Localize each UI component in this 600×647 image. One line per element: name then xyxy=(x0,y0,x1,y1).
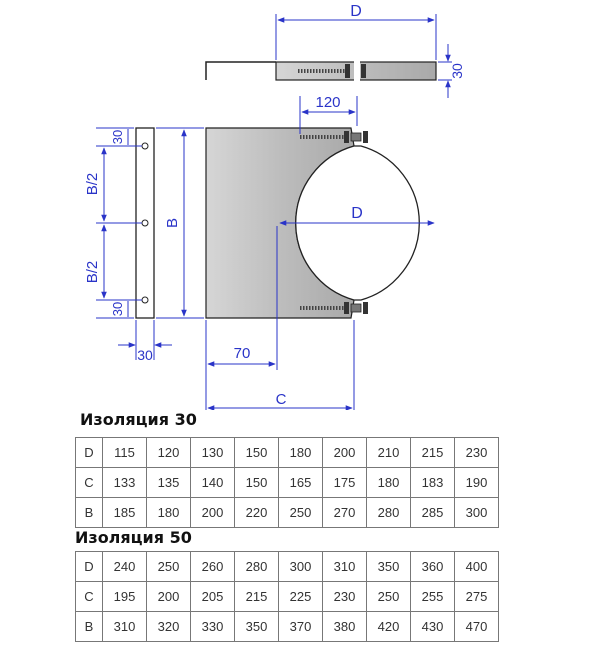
table-cell: 380 xyxy=(322,611,367,642)
table-cell: 205 xyxy=(190,581,235,612)
table-cell: 210 xyxy=(366,437,411,468)
table-cell: 275 xyxy=(454,581,499,612)
technical-drawing: D 30 B/2 B/2 30 30 30 xyxy=(84,3,465,410)
clamp-lug-bottom xyxy=(350,303,362,313)
table-cell: 255 xyxy=(410,581,455,612)
table-cell: 185 xyxy=(102,497,147,528)
table-cell: 135 xyxy=(146,467,191,498)
table-cell: 310 xyxy=(322,551,367,582)
table-cell: 180 xyxy=(366,467,411,498)
table-cell: 183 xyxy=(410,467,455,498)
half-lower-label: B/2 xyxy=(84,261,101,284)
table-cell: 195 xyxy=(102,581,147,612)
table-cell: 220 xyxy=(234,497,279,528)
height-label: B xyxy=(164,218,181,228)
row-header-d: D xyxy=(75,437,103,468)
table-row: C 133 135 140 150 165 175 180 183 190 xyxy=(75,467,499,498)
top-view-nut-left xyxy=(345,64,350,78)
table-cell: 250 xyxy=(278,497,323,528)
table-cell: 200 xyxy=(190,497,235,528)
side-bottom-label: 30 xyxy=(110,302,125,316)
row-header-d: D xyxy=(75,551,103,582)
side-view: B/2 B/2 30 30 30 xyxy=(84,127,172,363)
table-title-insulation-50: Изоляция 50 xyxy=(75,528,192,547)
nut-top-left xyxy=(344,131,349,143)
table-cell: 310 xyxy=(102,611,147,642)
half-upper-label: B/2 xyxy=(84,173,101,196)
size-table-insulation-30: D 115 120 130 150 180 200 210 215 230 C … xyxy=(75,437,499,528)
mount-hole-bottom xyxy=(141,296,149,304)
table-cell: 190 xyxy=(454,467,499,498)
table-cell: 430 xyxy=(410,611,455,642)
mount-hole-middle xyxy=(141,219,149,227)
side-top-label: 30 xyxy=(110,130,125,144)
table-cell: 215 xyxy=(410,437,455,468)
top-view-wall-line xyxy=(205,61,276,80)
row-header-c: C xyxy=(75,581,103,612)
table-cell: 320 xyxy=(146,611,191,642)
clamp-lug-top xyxy=(350,132,362,142)
table-cell: 180 xyxy=(146,497,191,528)
table-cell: 150 xyxy=(234,437,279,468)
table-cell: 115 xyxy=(102,437,147,468)
nut-top-right xyxy=(363,131,368,143)
diameter-label: D xyxy=(351,205,363,222)
table-cell: 250 xyxy=(366,581,411,612)
table-cell: 230 xyxy=(454,437,499,468)
row-header-b: B xyxy=(75,611,103,642)
table-row: B 185 180 200 220 250 270 280 285 300 xyxy=(75,497,499,528)
row-header-c: C xyxy=(75,467,103,498)
hole-offset-label: 120 xyxy=(315,94,340,111)
bottom-thickness-label: 30 xyxy=(137,347,153,363)
table-cell: 285 xyxy=(410,497,455,528)
table-cell: 230 xyxy=(322,581,367,612)
table-cell: 120 xyxy=(146,437,191,468)
table-cell: 225 xyxy=(278,581,323,612)
table-cell: 280 xyxy=(366,497,411,528)
table-cell: 400 xyxy=(454,551,499,582)
top-thickness-label: 30 xyxy=(449,63,465,79)
nut-bottom-left xyxy=(344,302,349,314)
table-cell: 360 xyxy=(410,551,455,582)
table-cell: 420 xyxy=(366,611,411,642)
table-cell: 180 xyxy=(278,437,323,468)
table-cell: 165 xyxy=(278,467,323,498)
table-cell: 350 xyxy=(234,611,279,642)
table-cell: 130 xyxy=(190,437,235,468)
table-row: D 240 250 260 280 300 310 350 360 400 xyxy=(75,551,499,582)
table-cell: 200 xyxy=(146,581,191,612)
table-cell: 470 xyxy=(454,611,499,642)
table-title-insulation-30: Изоляция 30 xyxy=(80,410,197,429)
top-view-clamp-gap xyxy=(354,58,360,84)
table-cell: 240 xyxy=(102,551,147,582)
table-cell: 330 xyxy=(190,611,235,642)
top-view: D 30 xyxy=(205,3,465,98)
table-cell: 350 xyxy=(366,551,411,582)
table-row: B 310 320 330 350 370 380 420 430 470 xyxy=(75,611,499,642)
table-cell: 300 xyxy=(278,551,323,582)
table-cell: 270 xyxy=(322,497,367,528)
table-row: D 115 120 130 150 180 200 210 215 230 xyxy=(75,437,499,468)
center-offset-label: C xyxy=(276,391,287,408)
table-cell: 140 xyxy=(190,467,235,498)
insulation-offset-label: 70 xyxy=(234,345,251,362)
front-view: 120 D B 70 C xyxy=(156,94,435,410)
top-width-label: D xyxy=(350,3,362,20)
table-cell: 260 xyxy=(190,551,235,582)
top-view-nut-right xyxy=(361,64,366,78)
table-cell: 250 xyxy=(146,551,191,582)
nut-bottom-right xyxy=(363,302,368,314)
row-header-b: B xyxy=(75,497,103,528)
table-cell: 175 xyxy=(322,467,367,498)
table-cell: 370 xyxy=(278,611,323,642)
table-cell: 215 xyxy=(234,581,279,612)
table-cell: 133 xyxy=(102,467,147,498)
mount-hole-top xyxy=(141,142,149,150)
size-table-insulation-50: D 240 250 260 280 300 310 350 360 400 C … xyxy=(75,551,499,642)
table-cell: 300 xyxy=(454,497,499,528)
table-cell: 280 xyxy=(234,551,279,582)
table-row: C 195 200 205 215 225 230 250 255 275 xyxy=(75,581,499,612)
table-cell: 200 xyxy=(322,437,367,468)
table-cell: 150 xyxy=(234,467,279,498)
